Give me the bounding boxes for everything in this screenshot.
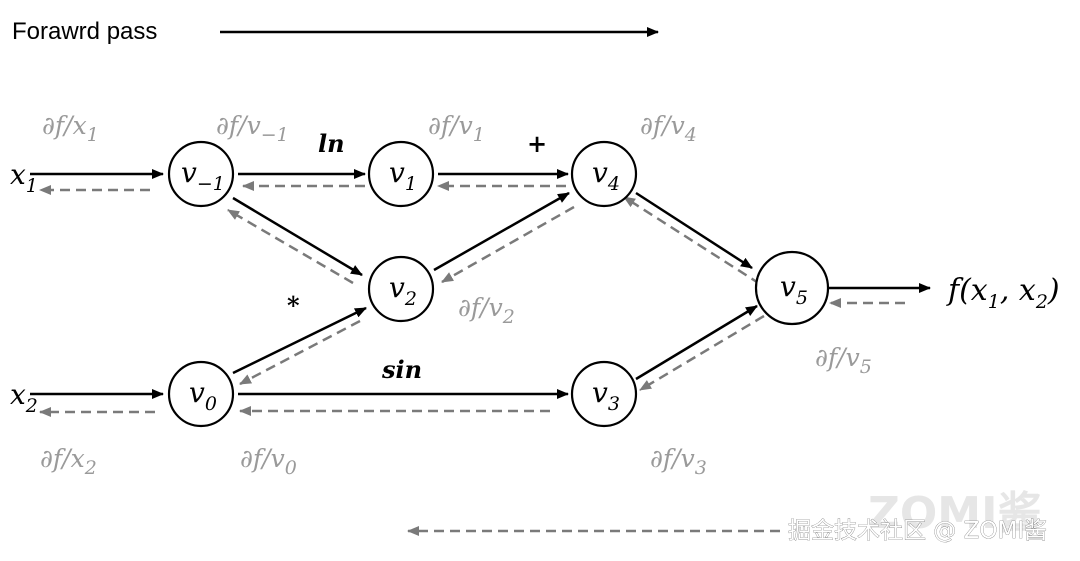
grad-label-v1: ∂f/v1 <box>428 111 485 146</box>
forward-edges <box>30 169 931 399</box>
grad-label-v3: ∂f/v3 <box>650 444 707 479</box>
op-ln: ln <box>318 129 345 158</box>
node-label-v3: v3 <box>592 376 620 415</box>
grad-edge-v5-v3 <box>639 314 765 392</box>
grad-label-v-minus-1: ∂f/v−1 <box>216 111 289 146</box>
node-v0 <box>167 360 235 428</box>
edge-v4-v5 <box>635 191 753 270</box>
grad-edge-v2-v0 <box>239 319 361 386</box>
watermark-bg: ZOMI酱 <box>868 488 1041 539</box>
output-label: f(x1, x2) <box>946 273 1060 313</box>
grad-label-x2: ∂f/x2 <box>40 444 97 479</box>
grad-edge-v4-v2 <box>441 205 575 284</box>
node-v1 <box>367 140 435 208</box>
node-v2 <box>367 255 435 323</box>
node-v3 <box>570 360 638 428</box>
node-label-v1: v1 <box>389 156 417 195</box>
edge-vm1-v2 <box>232 196 363 277</box>
op-plus: + <box>527 129 547 158</box>
backward-edges <box>39 181 905 536</box>
node-label-v5: v5 <box>780 270 808 309</box>
grad-label-v0: ∂f/v0 <box>240 444 297 479</box>
grad-label-v4: ∂f/v4 <box>640 111 697 146</box>
input-x1: x1 <box>10 158 38 197</box>
watermark: 掘金技术社区 @ ZOMI酱 <box>788 518 1047 544</box>
op-mul: * <box>287 291 300 320</box>
node-label-v4: v4 <box>592 156 620 195</box>
node-label-v2: v2 <box>389 271 417 310</box>
grad-label-x1: ∂f/x1 <box>42 111 99 146</box>
grad-edge-v5-v4 <box>623 195 761 286</box>
node-label-v-minus-1: v−1 <box>181 156 225 195</box>
nodes <box>167 140 830 428</box>
input-x2: x2 <box>10 378 38 417</box>
op-sin: sin <box>381 355 422 384</box>
node-v-minus-1 <box>167 140 235 208</box>
grad-label-v5: ∂f/v5 <box>815 343 872 378</box>
grad-edge-v2-vm1 <box>227 208 354 285</box>
edge-v3-v5 <box>635 304 758 381</box>
grad-label-v2: ∂f/v2 <box>458 293 515 328</box>
edge-v2-v4 <box>433 191 570 272</box>
node-v4 <box>570 140 638 208</box>
edge-v0-v2 <box>232 306 367 375</box>
node-label-v0: v0 <box>189 376 217 415</box>
forward-pass-label: Forawrd pass <box>12 18 157 45</box>
node-v5 <box>754 250 830 326</box>
